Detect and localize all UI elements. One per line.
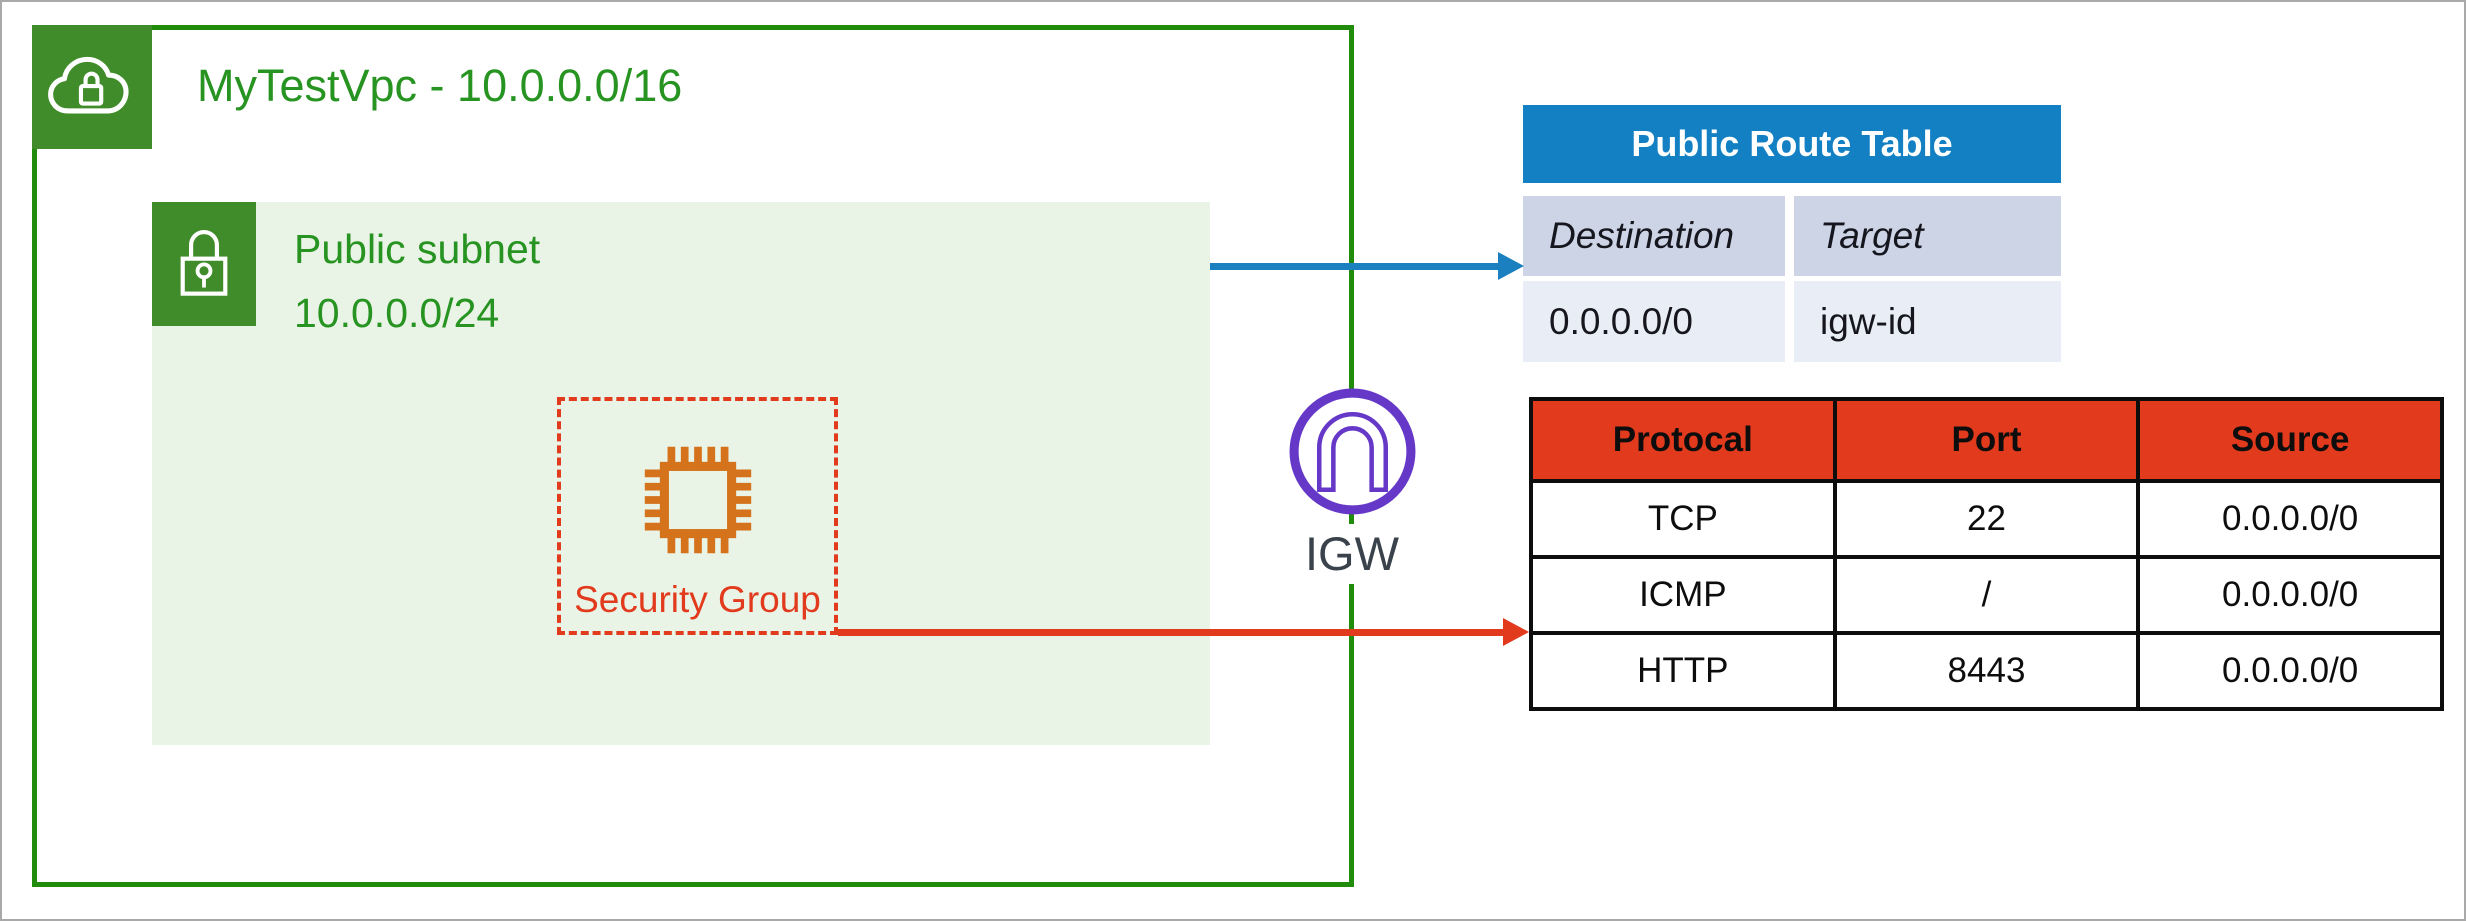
rule-source: 0.0.0.0/0	[2140, 483, 2440, 555]
rule-port: 8443	[1836, 635, 2137, 707]
security-group-arrow	[838, 629, 1506, 636]
cloud-lock-icon	[32, 25, 152, 149]
rule-port: 22	[1836, 483, 2137, 555]
route-table-title: Public Route Table	[1523, 105, 2061, 183]
route-target-value: igw-id	[1794, 281, 2061, 362]
rules-col-port: Port	[1836, 401, 2137, 479]
gateway-arch-icon	[1286, 385, 1419, 518]
subnet-cidr: 10.0.0.0/24	[294, 290, 500, 336]
route-table-arrow	[1210, 263, 1502, 270]
public-route-table: Public Route Table Destination Target 0.…	[1523, 105, 2061, 367]
chip-icon	[628, 430, 768, 570]
route-table-col-destination: Destination	[1523, 196, 1785, 276]
route-table-col-target: Target	[1794, 196, 2061, 276]
rules-col-source: Source	[2140, 401, 2440, 479]
rule-protocol: ICMP	[1533, 559, 1833, 631]
security-group-arrowhead	[1503, 618, 1529, 646]
security-group-rules-table: Protocal Port Source TCP 22 0.0.0.0/0 IC…	[1529, 397, 2444, 711]
security-group-label: Security Group	[574, 579, 821, 620]
route-table-row: 0.0.0.0/0 igw-id	[1523, 281, 2061, 362]
route-destination-value: 0.0.0.0/0	[1523, 281, 1785, 362]
rule-source: 0.0.0.0/0	[2140, 635, 2440, 707]
public-subnet-box	[152, 202, 1210, 745]
route-table-header-row: Destination Target	[1523, 196, 2061, 276]
lock-icon	[152, 202, 256, 326]
subnet-name: Public subnet	[294, 226, 541, 272]
route-table-arrowhead	[1498, 252, 1524, 280]
security-group-box	[557, 397, 838, 635]
rules-col-protocol: Protocal	[1533, 401, 1833, 479]
rule-protocol: HTTP	[1533, 635, 1833, 707]
rule-protocol: TCP	[1533, 483, 1833, 555]
rule-source: 0.0.0.0/0	[2140, 559, 2440, 631]
igw-label: IGW	[1274, 524, 1430, 584]
vpc-title: MyTestVpc - 10.0.0.0/16	[197, 60, 683, 111]
rule-port: /	[1836, 559, 2137, 631]
